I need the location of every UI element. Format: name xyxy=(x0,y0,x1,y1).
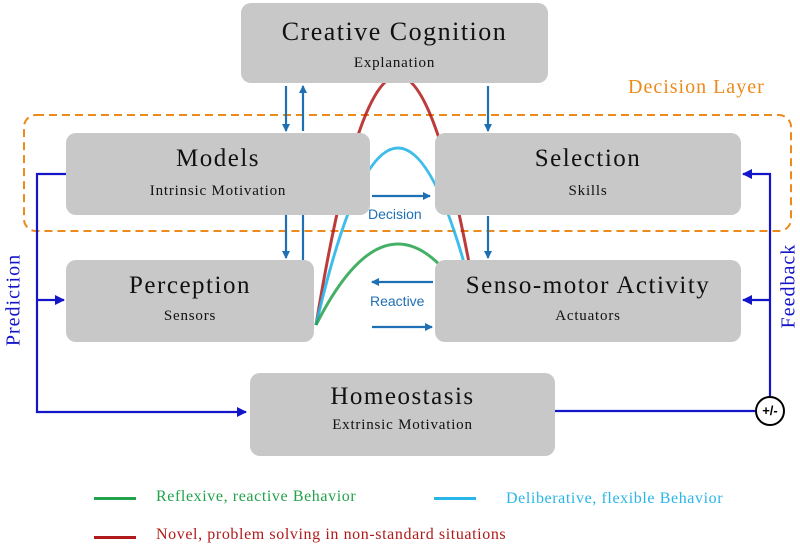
prediction-line xyxy=(35,172,247,417)
creative-cognition-title: Creative Cognition xyxy=(281,17,508,46)
feedback-line xyxy=(742,169,772,396)
decision-layer-frame xyxy=(23,114,792,232)
selection-box: Selection Skills xyxy=(435,133,741,215)
creative-cognition-sub: Explanation xyxy=(353,55,436,71)
perception-box: Perception Sensors xyxy=(66,260,314,342)
creative-cognition-box: Creative Cognition Explanation xyxy=(241,3,548,83)
legend-text-deliberative: Deliberative, flexible Behavior xyxy=(506,490,724,507)
legend-line-novel xyxy=(94,536,136,539)
deliberative-behavior-arc xyxy=(314,146,482,326)
models-title: Models xyxy=(176,145,260,172)
legend-text-novel: Novel, problem solving in non-standard s… xyxy=(156,526,507,543)
decision-layer-label: Decision Layer xyxy=(628,76,765,98)
homeostasis-sub: Extrinsic Motivation xyxy=(332,417,473,433)
selection-title: Selection xyxy=(534,145,642,172)
sensomotor-sub: Actuators xyxy=(555,308,621,324)
legend-line-reflexive xyxy=(94,497,136,500)
models-box: Models Intrinsic Motivation xyxy=(66,133,370,215)
legend-line-deliberative xyxy=(434,497,476,500)
sensomotor-box: Senso-motor Activity Actuators xyxy=(435,260,741,342)
models-sub: Intrinsic Motivation xyxy=(149,183,287,199)
feedback-label: Feedback xyxy=(777,243,800,329)
sensomotor-title: Senso-motor Activity xyxy=(465,272,711,299)
reactive-label: Reactive xyxy=(370,293,425,309)
legend-text-reflexive: Reflexive, reactive Behavior xyxy=(156,488,357,505)
sum-node xyxy=(755,396,785,426)
prediction-label: Prediction xyxy=(2,253,25,347)
decision-label: Decision xyxy=(368,206,422,222)
perception-sub: Sensors xyxy=(163,308,217,324)
perception-title: Perception xyxy=(129,272,251,299)
selection-sub: Skills xyxy=(568,183,608,199)
homeostasis-box: Homeostasis Extrinsic Motivation xyxy=(250,373,555,456)
plus-minus-label: +/- xyxy=(762,403,778,418)
homeostasis-title: Homeostasis xyxy=(330,383,475,410)
